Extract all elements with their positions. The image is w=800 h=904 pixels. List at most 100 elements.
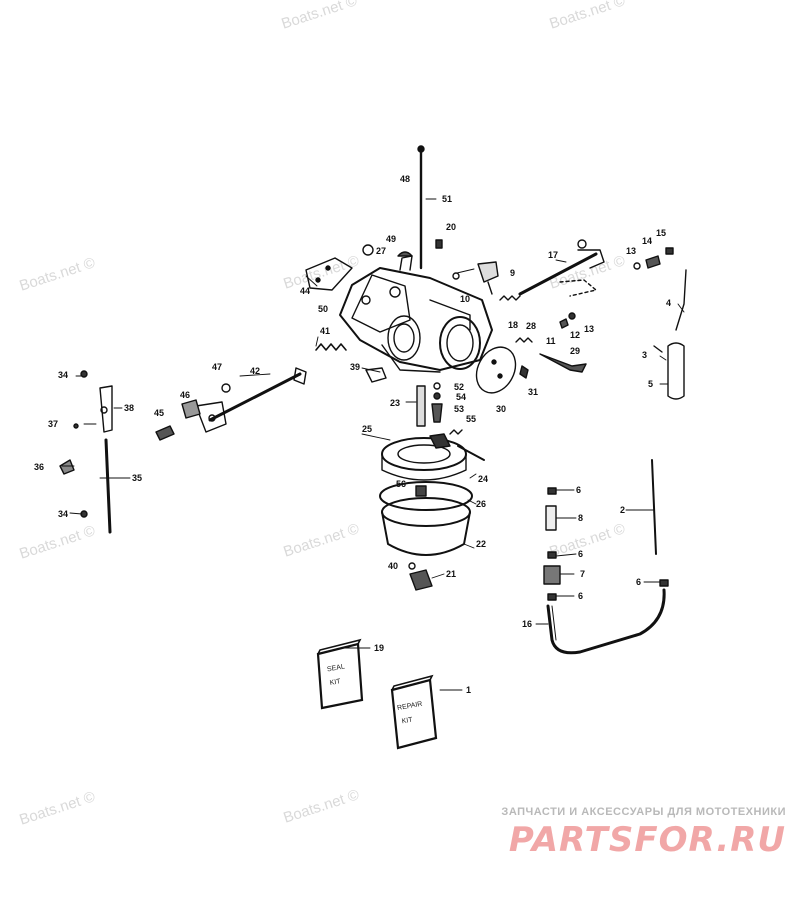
callout-52: 52 <box>454 382 464 392</box>
callout-11: 11 <box>546 336 556 346</box>
callout-42: 42 <box>250 366 260 376</box>
part-13 <box>633 262 641 270</box>
part-4-wire <box>675 269 687 331</box>
callout-19: 19 <box>374 643 384 653</box>
part-28-spring <box>515 337 533 343</box>
callout-34a: 34 <box>58 370 68 380</box>
callout-16: 16 <box>522 619 532 629</box>
brand-logo: PARTSFOR.RU <box>508 820 786 860</box>
part-47 <box>221 383 231 393</box>
callout-5: 5 <box>648 379 653 389</box>
callout-7: 7 <box>580 569 585 579</box>
callout-20: 20 <box>446 222 456 232</box>
callout-38: 38 <box>124 403 134 413</box>
leader-lines <box>61 198 685 691</box>
repair-kit-box: REPAIR KIT <box>390 674 438 750</box>
part-29-needle <box>539 353 587 373</box>
callout-6c: 6 <box>578 591 583 601</box>
callout-23: 23 <box>390 398 400 408</box>
part-23-rod <box>416 385 426 427</box>
part-49 <box>397 251 413 257</box>
part-31 <box>519 365 529 379</box>
callout-31: 31 <box>528 387 538 397</box>
callout-45: 45 <box>154 408 164 418</box>
callout-6d: 6 <box>636 577 641 587</box>
callout-50: 50 <box>318 304 328 314</box>
callout-51: 51 <box>442 194 452 204</box>
callout-39: 39 <box>350 362 360 372</box>
repair-kit-label-2: KIT <box>401 716 414 725</box>
seal-kit-label-2: KIT <box>329 678 342 687</box>
brand-tagline: ЗАПЧАСТИ И АКСЕССУАРЫ ДЛЯ МОТОТЕХНИКИ <box>501 806 786 818</box>
callout-29: 29 <box>570 346 580 356</box>
part-27 <box>362 244 374 256</box>
part-53 <box>431 403 443 423</box>
part-20 <box>435 239 443 249</box>
part-25-float <box>381 433 467 481</box>
part-11 <box>559 318 569 329</box>
callout-22: 22 <box>476 539 486 549</box>
part-9-fitting <box>452 261 499 295</box>
callout-37: 37 <box>48 419 58 429</box>
callout-6b: 6 <box>578 549 583 559</box>
callout-55: 55 <box>466 414 476 424</box>
callout-40: 40 <box>388 561 398 571</box>
callout-26: 26 <box>476 499 486 509</box>
callout-47: 47 <box>212 362 222 372</box>
callout-12: 12 <box>570 330 580 340</box>
callout-13b: 13 <box>584 324 594 334</box>
callout-30: 30 <box>496 404 506 414</box>
callout-56: 56 <box>396 479 406 489</box>
callout-54: 54 <box>456 392 466 402</box>
callout-25: 25 <box>362 424 372 434</box>
seal-kit-label-1: SEAL <box>327 663 346 673</box>
part-55-spring <box>449 429 463 435</box>
part-35-link <box>59 370 113 534</box>
carburetor-body <box>339 255 493 373</box>
callout-53: 53 <box>454 404 464 414</box>
repair-kit-label-1: REPAIR <box>397 701 423 712</box>
callout-41: 41 <box>320 326 330 336</box>
part-41-spring <box>315 343 347 351</box>
callout-2: 2 <box>620 505 625 515</box>
callout-9: 9 <box>510 268 515 278</box>
part-24-pin <box>457 445 485 461</box>
callout-44: 44 <box>300 286 310 296</box>
callout-6a: 6 <box>576 485 581 495</box>
part-54 <box>433 392 441 400</box>
callout-1: 1 <box>466 685 471 695</box>
callout-4: 4 <box>666 298 671 308</box>
part-12 <box>568 312 576 320</box>
callout-13a: 13 <box>626 246 636 256</box>
part-15 <box>665 247 674 255</box>
callout-48: 48 <box>400 174 410 184</box>
part-45 <box>155 425 175 441</box>
callout-18: 18 <box>508 320 518 330</box>
part-30-diaphragm <box>475 346 517 394</box>
part-46 <box>181 399 201 419</box>
callout-3: 3 <box>642 350 647 360</box>
callout-24: 24 <box>478 474 488 484</box>
seal-kit-box: SEAL KIT <box>316 638 364 710</box>
callout-21: 21 <box>446 569 456 579</box>
callout-15: 15 <box>656 228 666 238</box>
callout-numbers: 1 2 3 4 5 6 6 6 6 7 8 9 10 11 12 13 13 1… <box>34 174 671 695</box>
part-3 <box>653 345 663 353</box>
part-52 <box>433 382 441 390</box>
part-17-shaft <box>518 239 605 297</box>
callout-46: 46 <box>180 390 190 400</box>
callout-10: 10 <box>460 294 470 304</box>
part-50-gasket <box>305 257 353 291</box>
brand-block: ЗАПЧАСТИ И АКСЕССУАРЫ ДЛЯ МОТОТЕХНИКИ PA… <box>466 806 786 860</box>
part-56 <box>415 485 427 497</box>
callout-14: 14 <box>642 236 652 246</box>
part-14 <box>645 255 661 269</box>
callout-27: 27 <box>376 246 386 256</box>
part-26-gasket <box>379 481 473 511</box>
part-42-shaft <box>195 367 307 433</box>
part-39-clip <box>365 367 387 383</box>
part-5 <box>667 342 685 400</box>
part-18-spring <box>499 295 521 301</box>
